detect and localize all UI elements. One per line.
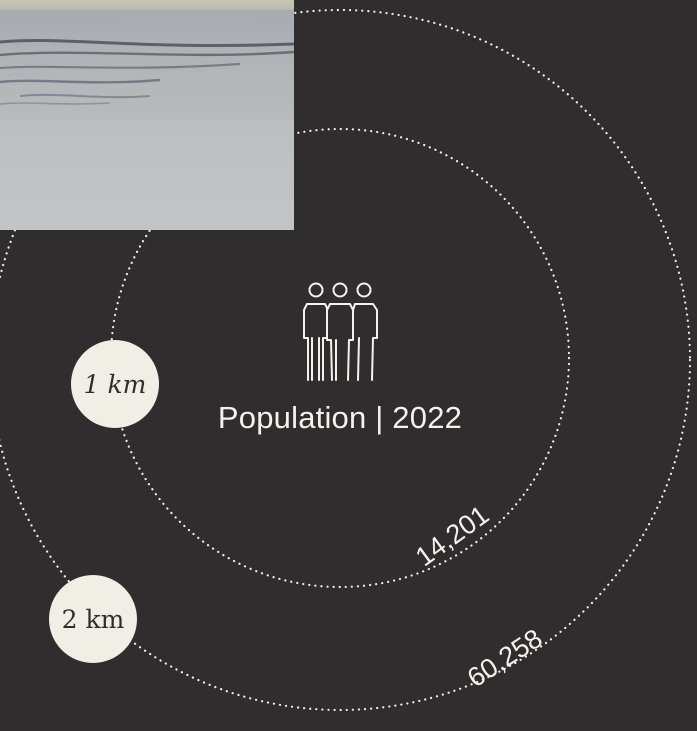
ring-outer xyxy=(0,9,691,711)
distance-label-1km: 1 km xyxy=(83,369,147,399)
waterfront-photo xyxy=(0,0,294,230)
distance-label-2km: 2 km xyxy=(61,604,125,634)
people-group-icon xyxy=(303,282,378,381)
distance-badge-1km: 1 km xyxy=(71,340,159,428)
distance-badge-2km: 2 km xyxy=(49,575,137,663)
population-caption: Population | 2022 xyxy=(217,400,463,435)
